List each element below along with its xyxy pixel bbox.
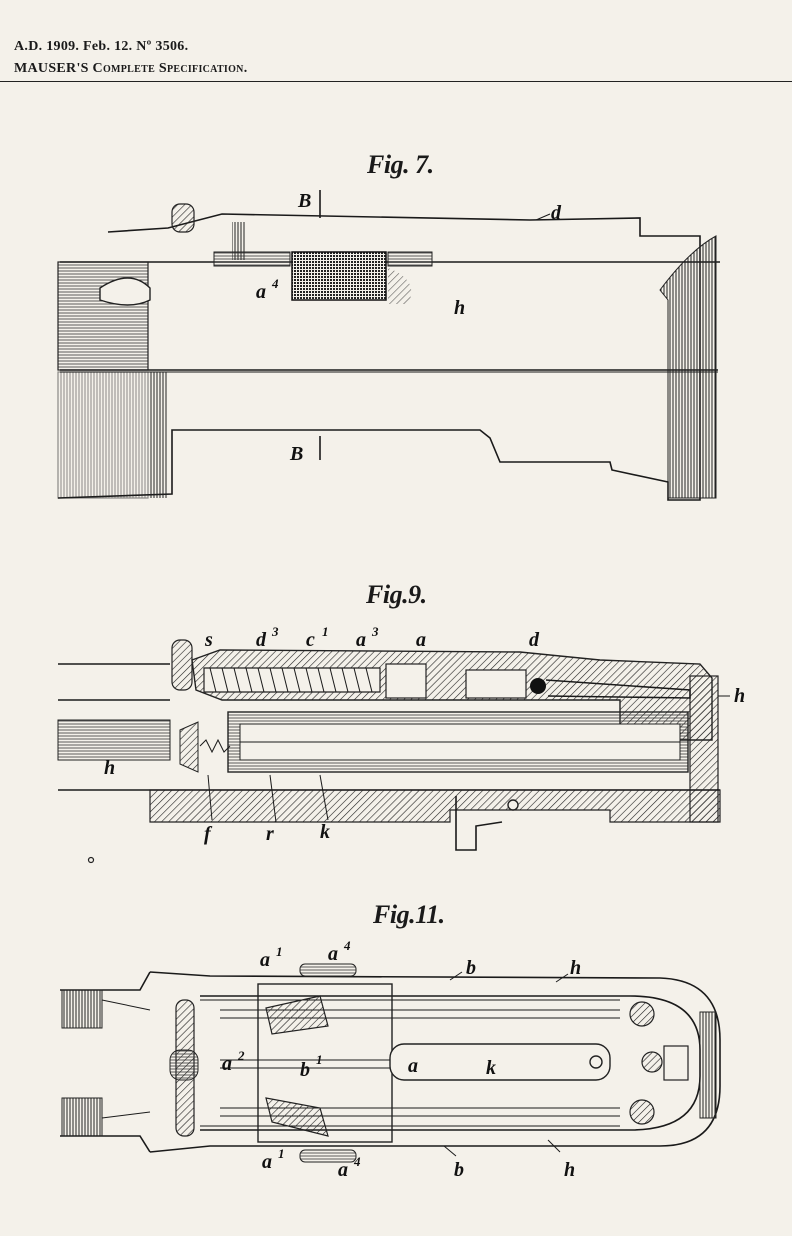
fig9-label-a3: a <box>356 629 366 651</box>
document-header: A.D. 1909. Feb. 12. Nº 3506. MAUSER'S Co… <box>14 36 248 80</box>
fig9-label-f: f <box>204 823 213 845</box>
fig11-label-k: k <box>486 1057 496 1079</box>
fig11-drawing: a 1 a 4 b h a 2 b 1 a k a 1 a 4 b h <box>60 938 721 1181</box>
fig11-label-b-bot: b <box>454 1159 464 1181</box>
fig11-label-a4-bot: a <box>338 1159 348 1181</box>
fig9-title: Fig.9. <box>366 580 427 609</box>
fig11-label-a1-top-sup: 1 <box>276 944 283 959</box>
fig7-label-d: d <box>551 202 562 224</box>
fig11-label-h-bot: h <box>564 1159 575 1181</box>
fig7-title: Fig. 7. <box>367 150 434 179</box>
fig9-label-a3-sup: 3 <box>371 624 379 639</box>
header-rule <box>0 81 792 82</box>
fig9-label-d3-sup: 3 <box>271 624 279 639</box>
fig9-label-c1-sup: 1 <box>322 624 329 639</box>
fig9-label-s: s <box>204 629 213 651</box>
specification-title: MAUSER'S Complete Specification. <box>14 61 248 76</box>
patent-date-number: A.D. 1909. Feb. 12. Nº 3506. <box>14 39 189 54</box>
fig11-label-a2: a <box>222 1053 232 1075</box>
fig7-label-a4: a <box>256 281 266 303</box>
fig7-drawing: B d a 4 h B <box>57 190 720 501</box>
fig9-label-r: r <box>266 823 274 845</box>
fig11-label-a4-top-sup: 4 <box>343 938 351 953</box>
fig11-label-a1-bot: a <box>262 1151 272 1173</box>
fig11-label-a: a <box>408 1055 418 1077</box>
fig11-label-b-top: b <box>466 957 476 979</box>
fig9-label-h-right: h <box>734 685 745 707</box>
fig11-label-a4-top: a <box>328 943 338 965</box>
fig11-title: Fig.11. <box>373 900 445 929</box>
fig9-label-h-left: h <box>104 757 115 779</box>
fig11-label-a1-top: a <box>260 949 270 971</box>
fig9-label-k: k <box>320 821 330 843</box>
fig9-label-c1: c <box>306 629 315 651</box>
fig9-label-a: a <box>416 629 426 651</box>
fig11-label-a1-bot-sup: 1 <box>278 1146 285 1161</box>
fig7-label-h: h <box>454 297 465 319</box>
fig11-label-b1: b <box>300 1059 310 1081</box>
fig11-label-a2-sup: 2 <box>237 1048 245 1063</box>
fig9-label-d3: d <box>256 629 267 651</box>
fig7-label-a4-sup: 4 <box>271 276 279 291</box>
fig9-drawing: s d 3 c 1 a 3 a d h h f r k <box>57 624 745 864</box>
fig7-label-B-top: B <box>297 190 311 212</box>
fig11-label-a4-bot-sup: 4 <box>353 1154 361 1169</box>
fig11-label-h-top: h <box>570 957 581 979</box>
fig11-label-b1-sup: 1 <box>316 1052 323 1067</box>
fig7-label-B-bottom: B <box>289 443 303 465</box>
fig9-label-d: d <box>529 629 540 651</box>
